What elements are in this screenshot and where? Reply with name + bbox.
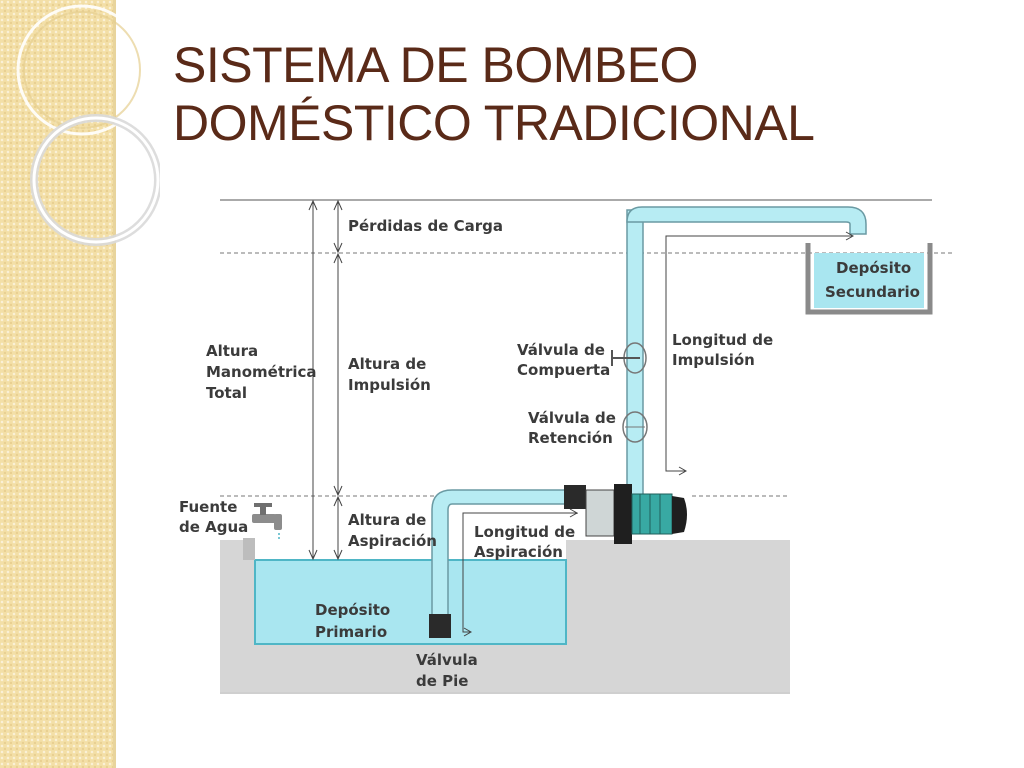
- dimension-discharge-length: [665, 231, 855, 476]
- gate-valve: [611, 342, 647, 374]
- label-deposito-secundario: Depósito Secundario: [825, 259, 920, 301]
- label-altura-aspiracion: Altura de Aspiración: [348, 511, 437, 550]
- secondary-tank-wall: [805, 243, 933, 315]
- label-perdidas-carga: Pérdidas de Carga: [348, 217, 503, 235]
- decorative-circles: [16, 4, 160, 246]
- slide-title: SISTEMA DE BOMBEO DOMÉSTICO TRADICIONAL: [173, 36, 973, 152]
- side-strip-edge: [113, 0, 116, 768]
- label-deposito-primario: Depósito Primario: [315, 601, 395, 641]
- label-altura-manometrica: Altura Manométrica Total: [206, 342, 322, 402]
- source-ledge: [243, 538, 255, 560]
- label-longitud-impulsion: Longitud de Impulsión: [672, 331, 778, 369]
- label-altura-impulsion: Altura de Impulsión: [348, 355, 432, 394]
- label-valvula-retencion: Válvula de Retención: [528, 409, 621, 447]
- dimension-suction-length: [462, 508, 579, 637]
- primary-tank-water: [254, 559, 567, 645]
- label-fuente-agua: Fuente de Agua: [179, 498, 248, 536]
- water-faucet: [252, 503, 282, 540]
- dimension-total: [308, 199, 318, 561]
- dimension-losses: [333, 199, 343, 254]
- check-valve: [622, 411, 648, 443]
- label-valvula-compuerta: Válvula de Compuerta: [517, 341, 610, 379]
- dimension-impulsion: [333, 252, 343, 497]
- secondary-tank-water: [814, 253, 924, 308]
- dimension-aspiration: [333, 495, 343, 561]
- label-valvula-pie: Válvula de Pie: [416, 651, 483, 690]
- foot-valve: [429, 614, 451, 638]
- title-line-2: DOMÉSTICO TRADICIONAL: [173, 95, 815, 151]
- pump: [564, 484, 687, 544]
- title-line-1: SISTEMA DE BOMBEO: [173, 37, 698, 93]
- label-longitud-aspiracion: Longitud de Aspiración: [474, 523, 580, 561]
